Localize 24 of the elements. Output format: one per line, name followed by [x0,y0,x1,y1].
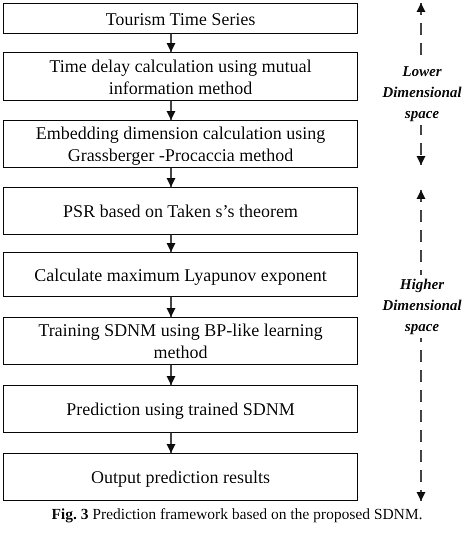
arrow [166,433,176,453]
box-text: Output prediction results [90,466,271,488]
arrow [166,101,176,120]
arrow [166,365,176,385]
box-text: Tourism Time Series [104,8,256,30]
process-box [3,120,358,168]
process-box [3,252,358,297]
box-text: Time delay calculation using mutual information method [48,54,313,98]
arrow [166,34,176,52]
process-box [3,385,358,433]
arrow [166,168,176,187]
arrow [166,235,176,252]
process-box [3,187,358,235]
process-box [3,317,358,365]
process-box [3,3,358,34]
process-box [3,453,358,501]
box-text: Embedding dimension calculation using Grassberger -Procaccia method [34,122,326,166]
box-text: PSR based on Taken s’s theorem [62,200,299,222]
box-text: Training SDNM using BP-like learning method [37,319,324,363]
process-box [3,52,358,101]
box-text: Prediction using trained SDNM [65,398,296,420]
arrow [166,297,176,317]
box-text: Calculate maximum Lyapunov exponent [33,264,328,286]
caption: Fig. 3 Prediction framework based on the proposed SDNM. [50,506,424,524]
